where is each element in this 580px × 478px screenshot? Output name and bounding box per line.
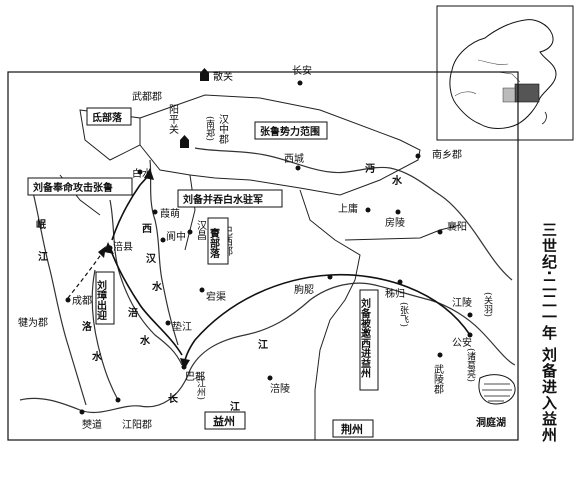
river-mian: 沔 [365,162,375,175]
city-gongan: 公安 [452,336,472,349]
river-xi: 西 [142,223,152,235]
river-min-jiang: 江 [38,250,48,263]
river-fu: 涪 [128,306,138,319]
region-jingzhou: 荆州 [341,422,363,436]
dongting-lake [478,374,516,405]
city-bajun: 巴郡 [185,371,205,383]
callout-liuzhang: 刘璋出迎 [95,279,107,321]
river-mian-shui: 水 [391,174,403,187]
city-sanguan: 散关 [213,70,233,83]
callouts: 氐部落 张鲁势力范围 刘备奉命攻击张鲁 刘备并吞白水驻军 賨部落 刘璋出迎 刘备… [27,107,379,391]
river-jiang-2: 江 [230,400,240,413]
city-zhugeliang: (诸葛亮) [465,348,476,382]
yangping-pass-icon [180,140,189,148]
rivers [19,147,516,414]
city-chengdu: 成都 [72,295,92,307]
river-jiang-1: 江 [258,338,268,351]
city-nanxiang: 南乡郡 [432,148,462,161]
river-han-s1: 汉 [146,252,157,265]
city-qiangren: 朐䏰 [294,283,314,296]
city-dianjiang: 垫江 [172,320,192,333]
city-fangling: 房陵 [385,216,405,229]
main-map-frame [7,71,519,441]
city-xicheng: 西城 [284,153,304,165]
river-han-s2: 水 [151,280,163,293]
city-wudu: 武都郡 [132,90,162,103]
city-langzhong: 阆中 [166,230,186,243]
river-labels: 沔 水 西 汉 水 岷 江 洛 水 涪 水 江 江 长 [36,162,403,413]
city-jiangyang: 江阳郡 [122,419,152,431]
city-baishui: 白水 [132,167,152,180]
city-guanyu: (关羽) [482,292,493,317]
callout-zhanglu: 张鲁势力范围 [260,125,320,138]
region-labels: 益州 荆州 [204,411,374,438]
inset-map [436,5,574,141]
city-markers [65,80,473,415]
city-changan: 长安 [292,64,312,77]
city-wuling: 武陵郡 [432,363,444,395]
callout-liubei-merge: 刘备并吞白水驻军 [183,193,263,206]
city-hanzhong: 汉中郡 [217,114,229,145]
city-jiameng: 葭萌 [160,207,180,220]
callout-liubei-invited: 刘备被邀西进益州 [359,297,372,379]
lake-dongting: 洞庭湖 [476,416,506,429]
city-fuxian: 涪县 [113,240,133,253]
city-nanzheng: (南郑) [204,116,215,141]
river-fu-shui: 水 [139,334,151,347]
city-zigui: 秭归 [385,287,405,300]
city-labels: 散关 长安 武都郡 西城 南乡郡 白水 葭萌 上庸 房陵 襄阳 阆中 涪县 宕渠… [18,64,506,431]
river-min: 岷 [36,218,46,231]
sanguan-pass-icon [200,73,209,81]
river-luo: 洛 [82,320,93,333]
callout-liubei-attack: 刘备奉命攻击张鲁 [33,181,113,194]
city-fuling: 涪陵 [270,382,290,395]
city-jiangzhou: (江州) [195,375,206,400]
city-xiangyang: 襄阳 [447,220,467,233]
city-yangping: 阳平关 [167,104,179,135]
river-chang: 长 [168,392,179,405]
city-shangyong: 上庸 [338,202,358,215]
city-bodao: 僰道 [82,418,102,431]
city-jianwei: 犍为郡 [18,317,48,329]
vertical-labels: 阳平关 汉中郡 (南郑) 巴西郡 汉昌 武陵郡 (江州) (张飞) (关羽) (… [167,104,493,400]
city-zhangfei: (张飞) [398,302,409,327]
city-dangqu: 宕渠 [206,290,226,303]
river-luo-shui: 水 [91,350,103,363]
city-jiangling: 江陵 [452,297,472,309]
pass-icons [180,68,209,148]
callout-di: 氐部落 [92,111,123,124]
region-yizhou: 益州 [213,414,235,428]
borders [59,94,461,440]
callout-cong: 賨部落 [208,227,220,259]
city-hanchang: 汉昌 [195,220,207,241]
map-title: 三世纪·二二一年 刘备进入益州 [540,222,558,443]
